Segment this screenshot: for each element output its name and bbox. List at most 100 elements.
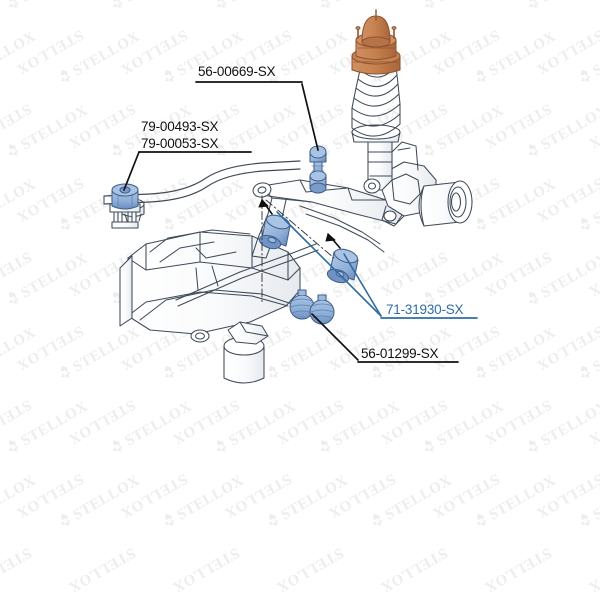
watermark-stellox-mirrored: STELLOX xyxy=(65,395,138,447)
callout-label-control-arm-bushing: 71-31930-SX xyxy=(386,302,464,317)
watermark-stellox-mirrored: STELLOX xyxy=(481,395,554,447)
stabilizer-bar-bushing xyxy=(111,183,139,210)
watermark-stellox-mirrored: STELLOX xyxy=(429,469,502,521)
watermark-text: STELLOX xyxy=(429,470,502,522)
watermark-text: STELLOX xyxy=(377,544,450,595)
watermark-text: STELLOX xyxy=(273,544,346,595)
watermark-stellox-mirrored: STELLOX xyxy=(533,469,600,521)
control-arm-bushing-front xyxy=(258,214,291,250)
stellox-logo-icon xyxy=(0,436,23,459)
sway-bar-link xyxy=(309,145,327,194)
callout-label-ball-joint: 56-01299-SX xyxy=(361,346,439,361)
watermark-stellox: STELLOX xyxy=(208,397,299,461)
watermark-stellox-mirrored: STELLOX xyxy=(585,543,600,595)
stellox-logo-icon xyxy=(416,436,439,459)
watermark-text: STELLOX xyxy=(65,396,138,448)
watermark-text: STELLOX xyxy=(585,544,600,595)
watermark-stellox-mirrored: STELLOX xyxy=(377,395,450,447)
watermark-stellox: STELLOX xyxy=(520,397,600,461)
watermark-stellox-mirrored: STELLOX xyxy=(0,395,34,447)
watermark-text: STELLOX xyxy=(278,472,351,524)
watermark-stellox-mirrored: STELLOX xyxy=(0,543,34,595)
watermark-text: STELLOX xyxy=(377,396,450,448)
watermark-stellox: STELLOX xyxy=(468,471,559,535)
stellox-logo-icon xyxy=(468,510,491,533)
watermark-stellox: STELLOX xyxy=(416,397,507,461)
watermark-stellox-mirrored: STELLOX xyxy=(325,469,398,521)
watermark-text: STELLOX xyxy=(174,472,247,524)
leader-stabilizer-bushing xyxy=(123,151,140,191)
watermark-stellox: STELLOX xyxy=(572,471,600,535)
watermark-stellox: STELLOX xyxy=(0,397,91,461)
watermark-stellox-mirrored: STELLOX xyxy=(481,543,554,595)
fit-arrow-rear xyxy=(325,233,341,249)
watermark-text: STELLOX xyxy=(590,472,600,524)
stabilizer-bar xyxy=(103,160,301,205)
leader-ball-joint xyxy=(311,313,359,361)
stellox-logo-icon xyxy=(312,436,335,459)
watermark-text: STELLOX xyxy=(382,472,455,524)
callout-label-sway-bar-link: 56-00669-SX xyxy=(198,64,276,79)
watermark-text: STELLOX xyxy=(481,396,554,448)
callout-label-stabilizer-bushing: 79-00493-SX 79-00053-SX xyxy=(141,118,219,152)
watermark-text: STELLOX xyxy=(0,396,35,448)
watermark-text: STELLOX xyxy=(0,544,35,595)
watermark-text: STELLOX xyxy=(226,398,299,450)
watermark-stellox: STELLOX xyxy=(260,471,351,535)
watermark-text: STELLOX xyxy=(325,470,398,522)
assembly-axis-lines xyxy=(261,195,335,305)
stellox-logo-icon xyxy=(572,510,595,533)
watermark-stellox-mirrored: STELLOX xyxy=(65,543,138,595)
watermark-text: STELLOX xyxy=(169,544,242,595)
callout-text: 56-01299-SX xyxy=(361,346,439,361)
watermark-stellox: STELLOX xyxy=(104,397,195,461)
lower-control-arm xyxy=(251,179,405,259)
watermark-stellox: STELLOX xyxy=(0,471,39,535)
watermark-stellox-mirrored: STELLOX xyxy=(273,395,346,447)
leader-arm-bushing-rear xyxy=(343,253,382,317)
label-underlines xyxy=(138,81,478,363)
watermark-text: STELLOX xyxy=(538,398,600,450)
watermark-text: STELLOX xyxy=(434,398,507,450)
watermark-stellox: STELLOX xyxy=(156,471,247,535)
watermark-text: STELLOX xyxy=(169,396,242,448)
watermark-text: STELLOX xyxy=(330,398,403,450)
stellox-logo-icon xyxy=(52,510,75,533)
watermark-text: STELLOX xyxy=(0,472,39,524)
watermark-stellox: STELLOX xyxy=(52,471,143,535)
watermark-text: STELLOX xyxy=(221,470,294,522)
watermark-stellox-mirrored: STELLOX xyxy=(273,543,346,595)
watermark-text: STELLOX xyxy=(122,398,195,450)
watermark-stellox-mirrored: STELLOX xyxy=(585,395,600,447)
ball-joint-right xyxy=(309,294,335,325)
watermark-stellox-mirrored: STELLOX xyxy=(117,469,190,521)
watermark-text: STELLOX xyxy=(273,396,346,448)
watermark-text: STELLOX xyxy=(18,398,91,450)
stellox-logo-icon xyxy=(104,436,127,459)
watermark-stellox: STELLOX xyxy=(312,397,403,461)
callout-text-line-1: 79-00493-SX xyxy=(141,119,219,134)
shock-absorber xyxy=(351,124,401,194)
subframe-crossmember xyxy=(119,229,319,384)
watermark-stellox-mirrored: STELLOX xyxy=(169,395,242,447)
watermark-text: STELLOX xyxy=(13,470,86,522)
watermark-text: STELLOX xyxy=(585,396,600,448)
watermark-text: STELLOX xyxy=(533,470,600,522)
stellox-logo-icon xyxy=(520,436,543,459)
watermark-stellox-mirrored: STELLOX xyxy=(377,543,450,595)
watermark-text: STELLOX xyxy=(70,472,143,524)
watermark-stellox-mirrored: STELLOX xyxy=(169,543,242,595)
stellox-logo-icon xyxy=(364,510,387,533)
watermark-text: STELLOX xyxy=(481,544,554,595)
watermark-text: STELLOX xyxy=(65,544,138,595)
strut-top-mount xyxy=(351,9,401,75)
stellox-logo-icon xyxy=(260,510,283,533)
watermark-stellox-mirrored: STELLOX xyxy=(13,469,86,521)
coil-spring xyxy=(351,65,401,137)
stellox-logo-icon xyxy=(208,436,231,459)
steering-knuckle xyxy=(381,141,473,227)
watermark-stellox: STELLOX xyxy=(364,471,455,535)
stellox-logo-icon xyxy=(156,510,179,533)
watermark-text: STELLOX xyxy=(117,470,190,522)
